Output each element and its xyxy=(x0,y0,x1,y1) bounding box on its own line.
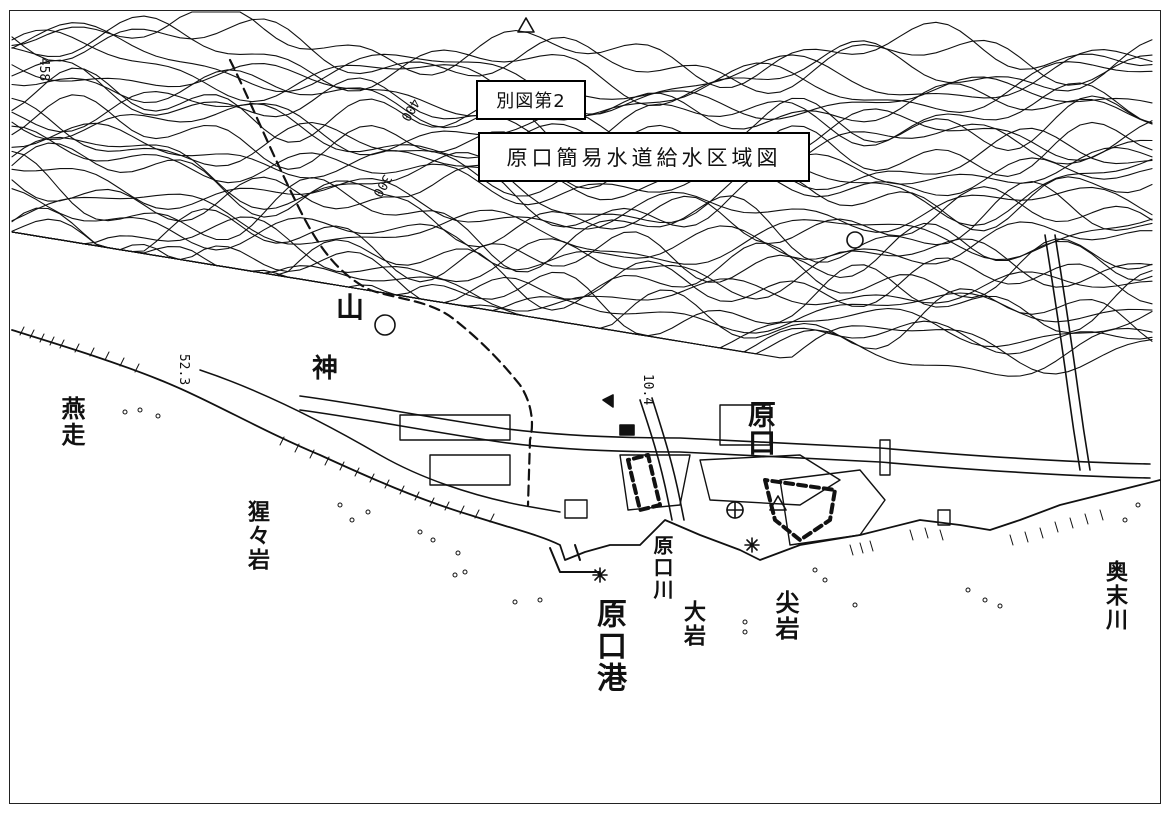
mountain-trail xyxy=(228,58,534,507)
offshore-rocks xyxy=(122,407,1141,635)
contour-line xyxy=(11,231,1153,349)
place-label-haraguchi-village: 原口 xyxy=(744,400,777,456)
place-label-haraguchi-river: 原口川 xyxy=(650,535,674,601)
map-title: 原口簡易水道給水区域図 xyxy=(478,132,810,182)
place-label-saruiwa: 猩々岩 xyxy=(244,500,269,572)
contour-line xyxy=(11,231,1153,377)
contour-line xyxy=(11,94,1153,190)
contour-line xyxy=(11,208,1153,283)
place-label-mountain: 山 xyxy=(336,291,365,324)
contour-line xyxy=(11,193,1153,265)
coastal-road xyxy=(199,369,561,513)
figure-number-label: 別図第2 xyxy=(476,80,586,120)
contour-line xyxy=(11,11,1153,89)
place-label-kami: 神 xyxy=(312,354,339,384)
okusue-river-course xyxy=(1044,234,1091,471)
contour-line xyxy=(11,102,1153,174)
village-buildings xyxy=(399,404,951,546)
contour-line xyxy=(11,142,1153,232)
place-label-okusue-river: 奥末川 xyxy=(1102,560,1127,632)
contour-line xyxy=(11,150,1153,273)
contour-line xyxy=(11,231,1153,350)
elevation-52-3: 52.3 xyxy=(176,353,192,386)
contour-line xyxy=(11,18,1153,94)
contour-line xyxy=(11,231,1153,375)
place-label-oiwa: 大岩 xyxy=(680,600,705,648)
main-road xyxy=(299,395,1151,479)
contour-line xyxy=(11,167,1153,233)
coastline xyxy=(11,329,1161,561)
service-area-boundary xyxy=(626,453,837,542)
coastal-rocks xyxy=(19,326,1104,556)
map-symbols xyxy=(374,17,864,583)
place-label-tsubamebashiri: 燕走 xyxy=(57,396,85,448)
contour-lines xyxy=(11,11,1153,377)
contour-line xyxy=(11,231,1153,312)
contour-line xyxy=(11,216,1153,300)
place-label-haraguchi-port: 原口港 xyxy=(591,598,626,694)
contour-line xyxy=(11,15,1153,106)
contour-line xyxy=(11,136,1153,227)
harbor-breakwater xyxy=(549,544,601,573)
contour-line xyxy=(11,176,1153,248)
elevation-458: 458 xyxy=(36,57,52,82)
contour-line xyxy=(11,122,1153,201)
contour-line xyxy=(11,125,1153,206)
elevation-10-4: 10.4 xyxy=(640,373,656,406)
haraguchi-river-course xyxy=(639,397,685,521)
place-label-togariiwa: 尖岩 xyxy=(771,590,799,642)
